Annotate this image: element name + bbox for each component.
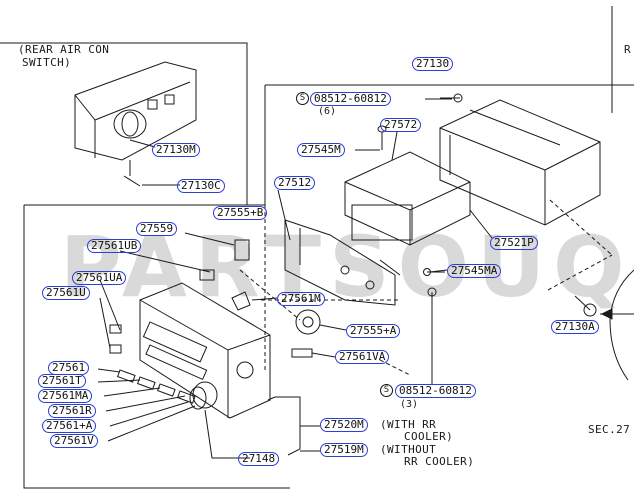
rear-switch-body [74, 61, 197, 161]
callout-27545M[interactable]: 27545M [297, 143, 345, 157]
callout-27561VA[interactable]: 27561VA [335, 350, 390, 364]
callout-27555-a[interactable]: 27555+A [346, 324, 401, 338]
callout-27561M[interactable]: 27561M [277, 292, 325, 306]
without-note-line1: (WITHOUT [380, 443, 437, 456]
callout-27130A[interactable]: 27130A [551, 320, 599, 334]
quantity-top: (6) [318, 106, 337, 117]
callout-27130C[interactable]: 27130C [177, 179, 225, 193]
callout-27512[interactable]: 27512 [274, 176, 316, 190]
frame-27512 [284, 219, 396, 306]
rear-switch-note-line1: (REAR AIR CON [18, 43, 110, 56]
callout-27572[interactable]: 27572 [380, 118, 422, 132]
quantity-bottom: (3) [400, 399, 419, 410]
bracket [344, 151, 471, 246]
callout-27561UA[interactable]: 27561UA [72, 271, 127, 285]
without-note-line2: RR COOLER) [404, 455, 475, 468]
inset-frame [0, 42, 248, 205]
callout-27130M[interactable]: 27130M [152, 143, 200, 157]
callout-27519M[interactable]: 27519M [320, 443, 368, 457]
sub-frame [23, 205, 290, 489]
section-reference[interactable]: SEC.27 [588, 423, 631, 436]
callout-27561V[interactable]: 27561V [50, 434, 98, 448]
callout-08512-60812-top[interactable]: 08512-60812 [310, 92, 391, 106]
main-frame [265, 84, 613, 113]
faceplate [139, 282, 271, 419]
callout-27561-a[interactable]: 27561+A [42, 419, 97, 433]
callout-27561U[interactable]: 27561U [42, 286, 90, 300]
circle-s-marker-bottom: S [380, 384, 393, 397]
callout-27520M[interactable]: 27520M [320, 418, 368, 432]
with-rr-note-line2: COOLER) [404, 430, 454, 443]
callout-27561UB[interactable]: 27561UB [87, 239, 142, 253]
callout-27561R[interactable]: 27561R [48, 404, 96, 418]
callout-27561[interactable]: 27561 [48, 361, 90, 375]
callout-27545MA[interactable]: 27545MA [447, 264, 502, 278]
callout-27148[interactable]: 27148 [238, 452, 280, 466]
circle-s-marker-top: S [296, 92, 309, 105]
callout-27521P[interactable]: 27521P [490, 236, 538, 250]
with-rr-note-line1: (WITH RR [380, 418, 437, 431]
callout-08512-60812-bottom[interactable]: 08512-60812 [395, 384, 476, 398]
callout-27561MA[interactable]: 27561MA [38, 389, 93, 403]
callout-27561T[interactable]: 27561T [38, 374, 86, 388]
control-unit-box [439, 99, 601, 226]
callout-27559[interactable]: 27559 [136, 222, 178, 236]
callout-27555-b[interactable]: 27555+B [213, 206, 268, 220]
right-inset-letter: R [624, 43, 632, 56]
callout-27130[interactable]: 27130 [412, 57, 454, 71]
rear-switch-note-line2: SWITCH) [22, 56, 72, 69]
